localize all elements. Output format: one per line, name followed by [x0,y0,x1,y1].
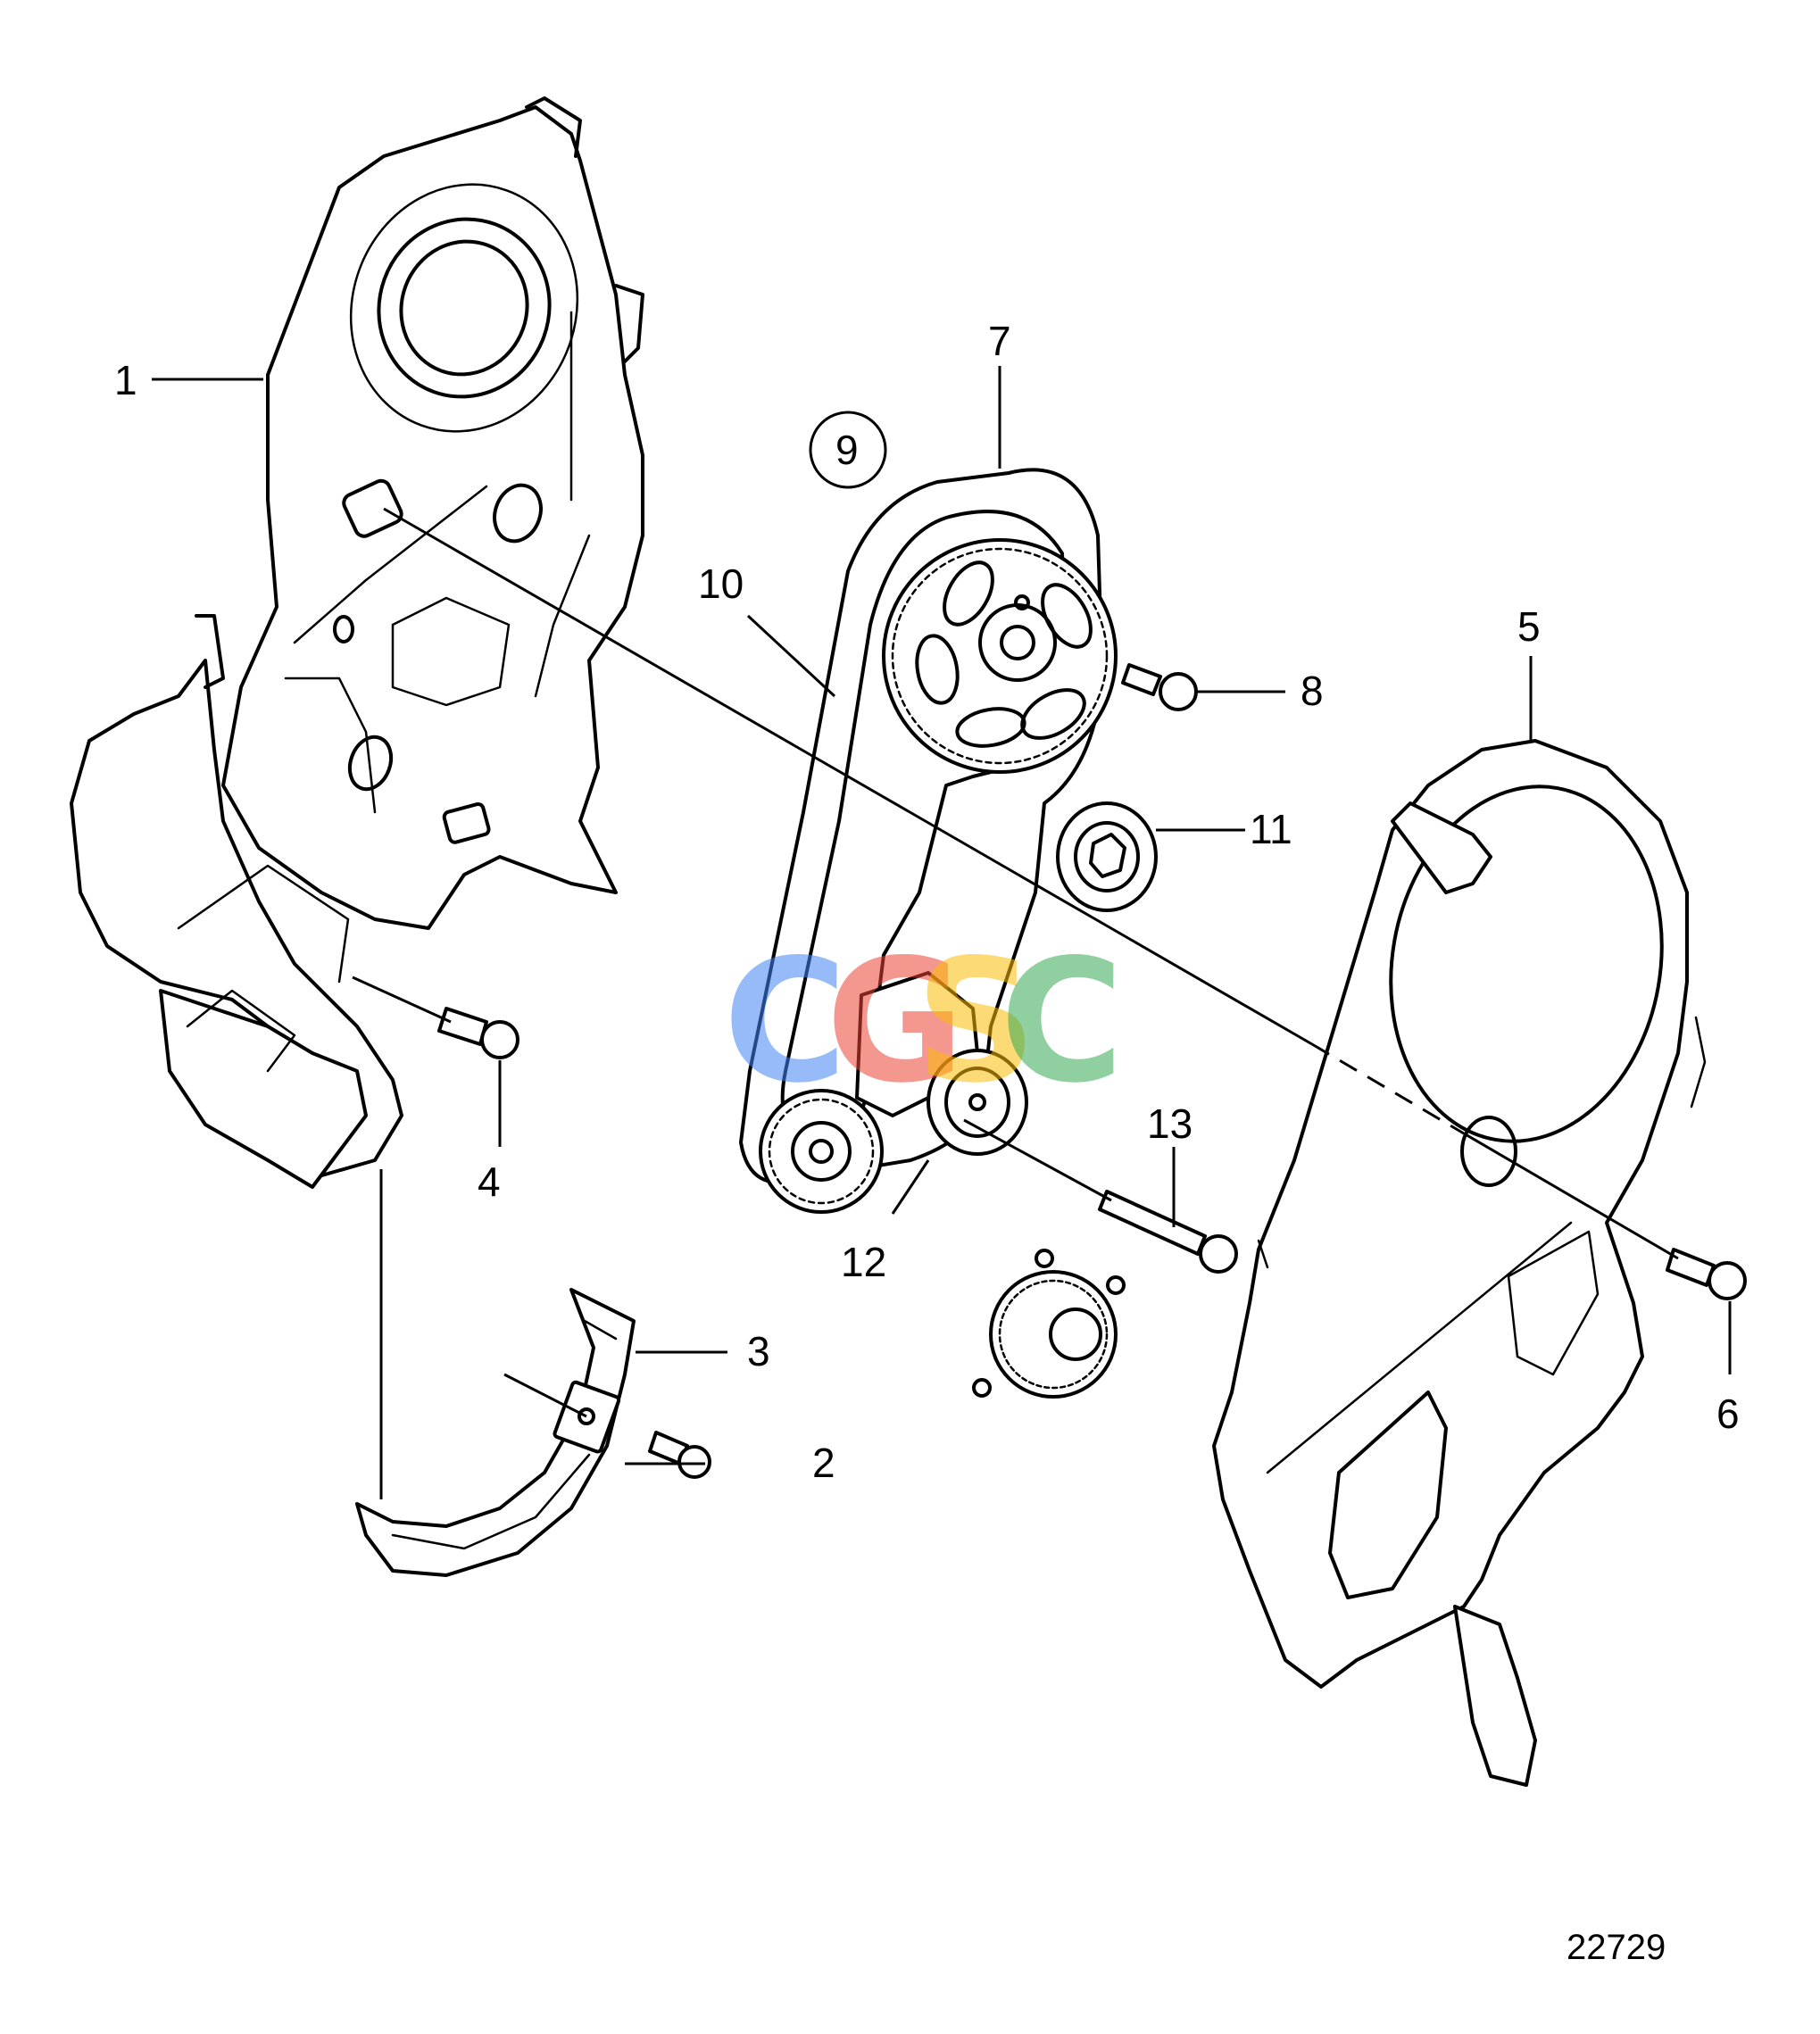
callout-labels: 1 2 3 4 5 6 7 8 9 10 11 12 13 [114,318,1740,1486]
lower-cover-segment [355,1169,636,1577]
small-sprocket [759,1089,884,1214]
callout-10: 10 [698,560,744,607]
callout-7: 7 [988,318,1011,364]
callout-5: 5 [1517,603,1541,650]
callout-9-circle [809,411,887,489]
watermark-letter-c2: C [1000,923,1124,1120]
callout-8: 8 [1301,668,1324,714]
callout-3: 3 [747,1328,770,1374]
callout-6: 6 [1716,1391,1740,1437]
callout-4: 4 [478,1158,501,1205]
watermark-letter-c1: C [723,923,847,1120]
callout-13: 13 [1147,1100,1193,1147]
diagram-reference-number: 22729 [1567,1928,1666,1967]
callout-1: 1 [114,357,137,403]
watermark-letter-g: G [826,923,965,1120]
callout-12: 12 [841,1239,886,1285]
outer-timing-cover [1212,739,1707,1787]
cgsc-watermark: C G S C [723,923,1124,1120]
callout-2: 2 [812,1440,835,1486]
bolt-13 [1098,1190,1238,1274]
inner-timing-cover [70,96,644,1189]
crankshaft-sprocket [972,1249,1126,1399]
alignment-line [383,507,1679,1260]
bolt-4 [352,975,519,1059]
callout-leaders [152,366,1732,1465]
callout-9: 9 [835,427,859,473]
callout-11: 11 [1250,806,1292,852]
idler-pulley [1056,801,1158,912]
bolt-8 [1121,663,1198,711]
bolt-6 [1666,1248,1747,1300]
camshaft-sprocket [882,538,1118,774]
bolt-2 [648,1431,711,1479]
belt-tensioner [855,971,1028,1156]
watermark-letter-s: S [915,923,1037,1120]
